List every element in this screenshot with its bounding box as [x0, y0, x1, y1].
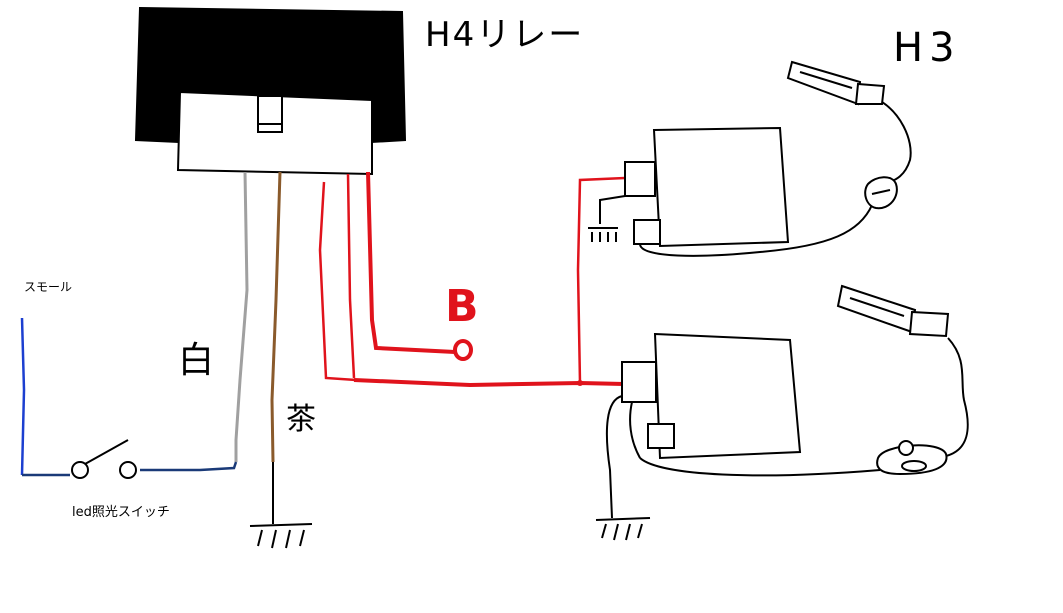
led-switch-symbol: [71, 439, 137, 479]
h3-bulb-lower: [836, 284, 950, 338]
red-wire-outer: [318, 181, 357, 382]
lower-cable-connector: [876, 440, 948, 476]
blue-wire-small-lamp: [20, 317, 26, 476]
led-switch-label: led照光スイッチ: [72, 505, 170, 520]
small-lamp-label: スモール: [24, 280, 73, 294]
red-wire-inner: [346, 173, 356, 379]
ballast-upper-input-connector: [624, 161, 656, 197]
lower-ballast-input-lead: [629, 401, 641, 459]
red-wire-junction: [577, 380, 583, 386]
brown-wire: [270, 171, 282, 463]
relay-label: H4リレー: [425, 15, 585, 55]
upper-cable-connector: [864, 176, 898, 210]
white-wire-label: 白: [178, 340, 215, 381]
ballast-upper-body: [652, 126, 790, 248]
battery-b-label: B: [445, 281, 479, 332]
ballast-lower-output-connector: [647, 423, 675, 449]
red-wire-to-upper-ballast: [576, 176, 626, 384]
ballast-lower: [621, 332, 802, 460]
lower-bulb-cable: [945, 337, 969, 457]
upper-ballast-output-cable: [639, 204, 873, 257]
h3-label: H3: [893, 25, 961, 71]
ground-symbol-left: [249, 523, 313, 549]
lower-ballast-output-cable: [639, 457, 881, 477]
upper-bulb-cable: [874, 97, 912, 183]
relay-connector-tab: [257, 95, 283, 133]
lower-ground-lead: [605, 395, 623, 519]
b-terminal: [453, 339, 473, 361]
ballast-upper-output-connector: [633, 219, 661, 245]
ground-symbol-lower: [595, 517, 651, 541]
ballast-lower-input-connector: [621, 361, 657, 403]
red-wire-main: [353, 378, 625, 388]
white-wire: [234, 171, 249, 462]
navy-wire-switch-right: [140, 461, 238, 472]
brown-wire-label: 茶: [286, 402, 316, 437]
red-wire-b-plus: [366, 171, 456, 354]
ballast-upper: [624, 126, 790, 248]
h4-relay: [134, 6, 407, 176]
h3-bulb-upper: [786, 60, 886, 106]
ground-symbol-upper: [588, 195, 626, 242]
ballast-lower-body: [653, 332, 802, 460]
